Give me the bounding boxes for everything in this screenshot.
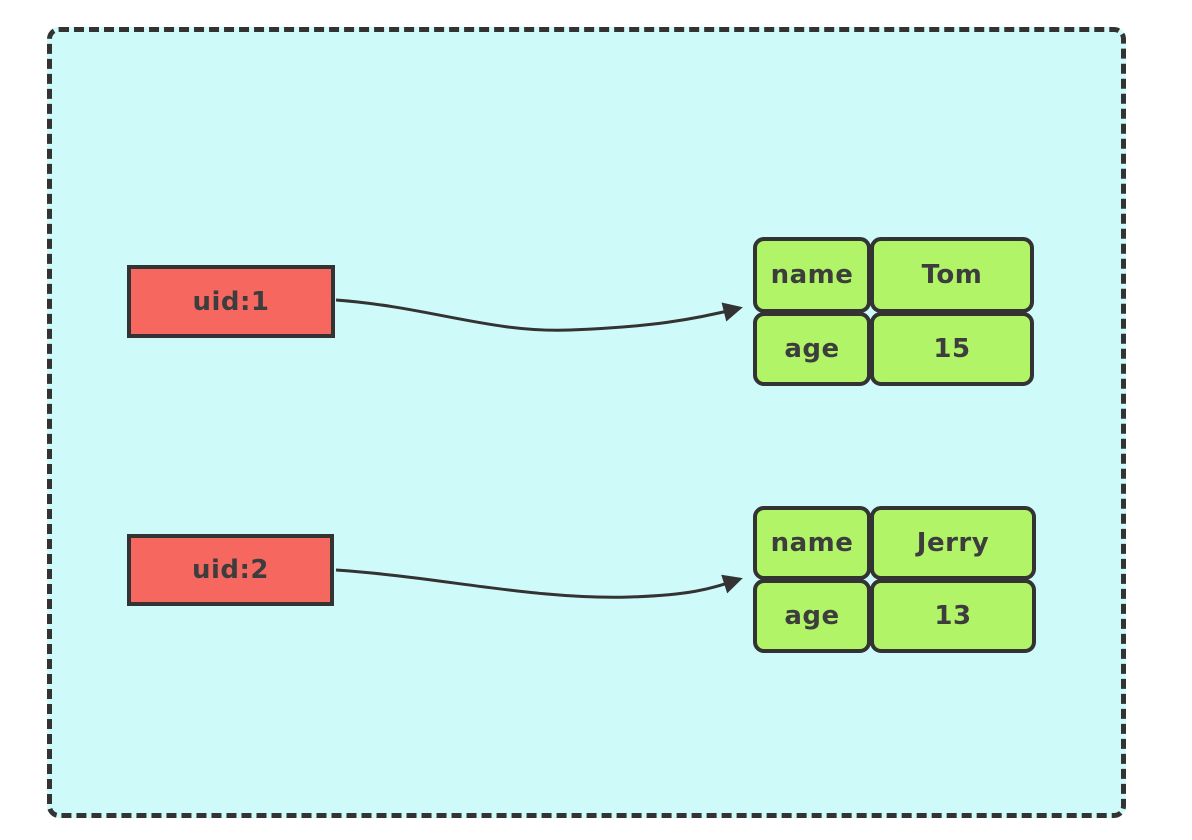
record1-key-age: age <box>753 312 871 386</box>
dashed-container <box>47 27 1126 818</box>
record2-value-age: 13 <box>870 579 1036 653</box>
node-uid-2: uid:2 <box>127 534 334 606</box>
record1-value-name: Tom <box>870 237 1034 313</box>
node-uid-1: uid:1 <box>127 265 335 338</box>
record2-value-name: Jerry <box>870 506 1036 580</box>
record2-key-age: age <box>753 579 871 653</box>
record1-key-name: name <box>753 237 871 313</box>
record2-key-name: name <box>753 506 871 580</box>
record1-value-age: 15 <box>870 312 1034 386</box>
